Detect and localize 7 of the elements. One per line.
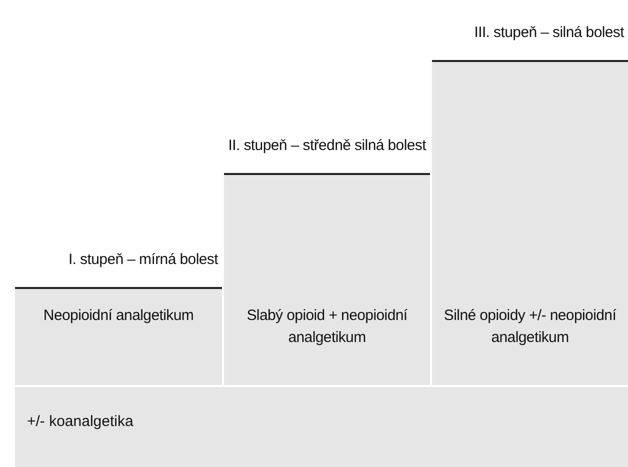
step-heading: II. stupeň – středně silná bolest xyxy=(228,137,426,154)
step-heading: III. stupeň – silná bolest xyxy=(474,24,624,41)
step-heading: I. stupeň – mírná bolest xyxy=(68,251,218,268)
band-text: +/- koanalgetika xyxy=(27,413,134,430)
step-text: Silné opioidy +/- neopioidní analgetikum xyxy=(442,306,618,348)
step-text: Neopioidní analgetikum xyxy=(42,306,195,326)
step-text: Slabý opioid + neopioidní analgetikum xyxy=(246,306,408,348)
